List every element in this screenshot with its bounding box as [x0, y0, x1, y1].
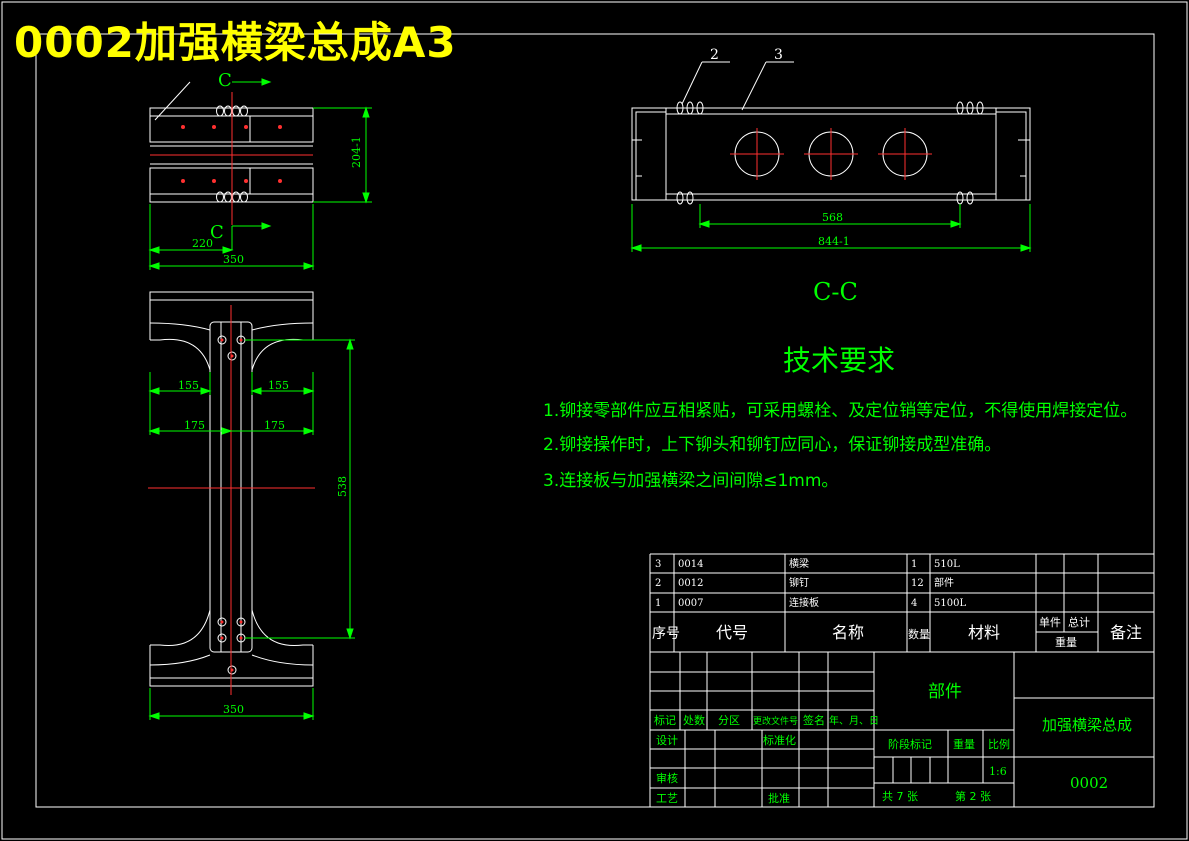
section-view-hole-centerlines: [730, 128, 932, 180]
section-cut-marks: [232, 78, 272, 230]
dim-height-538: 538: [336, 476, 349, 497]
bom-row-2-material: 部件: [934, 576, 954, 589]
bom-header-total: 总计: [1068, 615, 1090, 629]
bom-row-1-material: 5100L: [934, 598, 966, 609]
tb-part-type: 部件: [928, 682, 962, 702]
bom-header-unit: 单件: [1039, 616, 1061, 629]
tech-item-1: 1.铆接零部件应互相紧贴，可采用螺栓、及定位销等定位，不得使用焊接定位。: [543, 400, 1137, 421]
dim-width-350-bottom: 350: [223, 703, 244, 716]
bom-header-material: 材料: [968, 623, 1000, 642]
tb-approve: 批准: [768, 791, 790, 805]
bom-row-3-code: 0014: [678, 559, 703, 570]
tb-scale-value: 1:6: [989, 765, 1007, 778]
tech-item-3: 3.连接板与加强横梁之间间隙≤1mm。: [543, 471, 838, 491]
section-view-rivets: [676, 101, 984, 205]
dim-right-155: 155: [268, 379, 289, 392]
dim-width-350-top: 350: [223, 253, 244, 266]
dim-left-175: 175: [184, 419, 205, 432]
dim-width-220: 220: [192, 237, 213, 250]
tb-col-count: 处数: [683, 714, 705, 727]
tb-scale: 比例: [988, 737, 1010, 751]
tb-process: 工艺: [656, 792, 678, 805]
bom-table-lines: [649, 553, 1154, 807]
front-view-dimensions: [148, 338, 355, 720]
dim-left-155: 155: [178, 379, 199, 392]
section-marker-bottom: C: [210, 222, 224, 243]
bom-header-remark: 备注: [1110, 623, 1142, 642]
tb-col-zone: 分区: [718, 714, 740, 727]
leader-line-top-view: [154, 81, 191, 121]
bom-header-weight: 重量: [1055, 635, 1077, 649]
tb-design: 设计: [656, 734, 678, 747]
title-block-labels: 标记 处数 分区 更改文件号 签名 年、月、日 设计 标准化 审核 工艺 批准 …: [654, 682, 1132, 805]
bom-row-2-no: 2: [655, 578, 661, 589]
dim-length-844: 844-1: [818, 235, 850, 248]
callout-leaders: [681, 61, 794, 111]
front-view-centerlines: [148, 305, 315, 695]
dim-length-568: 568: [822, 211, 843, 224]
tb-col-date: 年、月、日: [829, 714, 879, 727]
tech-item-2: 2.铆接操作时，上下铆头和铆钉应同心，保证铆接成型准确。: [543, 435, 1001, 455]
bom-row-3-qty: 1: [911, 559, 917, 570]
title-block-lines: [650, 652, 1154, 807]
tb-stage-mark: 阶段标记: [888, 737, 932, 751]
callout-2: 2: [710, 47, 719, 63]
tb-col-docno: 更改文件号: [753, 715, 798, 727]
tb-col-mark: 标记: [654, 713, 676, 727]
top-view-holes: [181, 125, 282, 183]
tb-sheets: 共 7 张: [882, 790, 918, 803]
tb-standardize: 标准化: [763, 733, 796, 747]
bom-row-1-name: 连接板: [789, 596, 819, 609]
bom-header-qty: 数量: [908, 628, 930, 641]
bom-row-2-name: 铆钉: [789, 576, 809, 589]
section-marker-top: C: [218, 70, 232, 91]
bom-rows: 3 0014 横梁 1 510L 2 0012 铆钉 12 部件 1 0007 …: [655, 557, 966, 609]
bom-row-1-qty: 4: [911, 598, 917, 609]
bom-row-3-no: 3: [655, 559, 661, 570]
top-view-dimensions: [148, 106, 372, 270]
bom-row-2-code: 0012: [678, 578, 703, 589]
callout-3: 3: [774, 47, 783, 63]
inner-frame: [35, 33, 1155, 808]
bom-header-name: 名称: [832, 623, 864, 642]
bom-header-code: 代号: [716, 623, 748, 642]
dim-height-204: 204-1: [350, 136, 363, 168]
bom-header: 序号 代号 名称 数量 材料 单件 总计 重量 备注: [652, 615, 1142, 649]
top-view-centerlines: [150, 92, 313, 225]
section-view-dimensions: [630, 204, 1032, 252]
tb-sheet-no: 第 2 张: [955, 789, 991, 803]
drawing-title: 0002加强横梁总成A3: [14, 18, 457, 67]
bom-row-2-qty: 12: [911, 578, 924, 589]
section-view-label: C-C: [813, 278, 858, 306]
tb-col-sign: 签名: [803, 713, 825, 727]
tb-weight: 重量: [953, 737, 975, 751]
bom-row-3-material: 510L: [934, 559, 960, 570]
bom-row-1-code: 0007: [678, 598, 703, 609]
tb-review: 审核: [656, 771, 678, 785]
section-view: [631, 107, 1031, 201]
dim-right-175: 175: [264, 419, 285, 432]
bom-row-3-name: 横梁: [789, 557, 809, 570]
tb-drawing-no: 0002: [1070, 774, 1108, 792]
tb-part-name: 加强横梁总成: [1042, 716, 1132, 734]
bom-row-1-no: 1: [655, 598, 661, 609]
tech-heading: 技术要求: [783, 344, 895, 377]
bom-header-no: 序号: [652, 626, 680, 642]
